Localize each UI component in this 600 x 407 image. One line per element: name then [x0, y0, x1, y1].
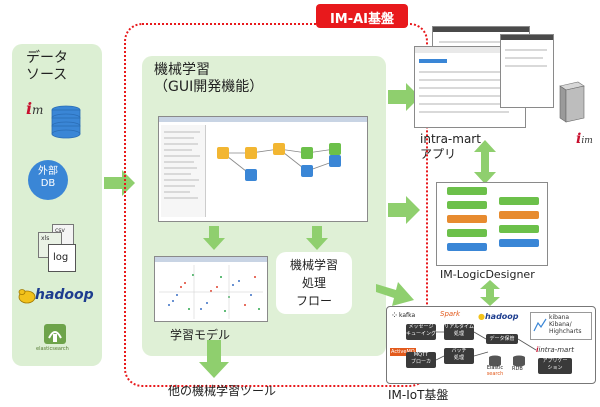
ml-flow-box-line1: 機械学習 — [289, 258, 338, 272]
rdb-label: RDB — [512, 366, 523, 372]
external-db-icon — [28, 160, 68, 200]
log-label: log — [53, 252, 69, 263]
iot-intramart-logo: iintra-mart — [536, 346, 574, 354]
logicdesigner-label: IM-LogicDesigner — [440, 268, 535, 281]
kibana-logo: kibana Kibana/ Highcharts — [530, 312, 592, 340]
csv-label: csv — [55, 227, 65, 234]
logic-flow-col2 — [499, 197, 543, 261]
other-tools-label: 他の機械学習ツール — [168, 384, 277, 398]
kafka-logo: ⁘ kafka — [392, 312, 416, 319]
elasticsearch-label: elasticsearch — [36, 346, 69, 352]
intramart-logo-text: im — [581, 136, 593, 146]
data-source-title: データ ソース — [26, 50, 68, 84]
mqtt-box: MQTT ブローカ — [406, 352, 436, 368]
realtime-box: リアルタイム 処理 — [444, 324, 474, 340]
iot-hadoop-label: hadoop — [484, 312, 519, 321]
batch-box: バッチ 処理 — [444, 348, 474, 364]
im-ai-banner — [316, 4, 408, 28]
intramart-app-label: intra-mart アプリ — [420, 132, 481, 162]
ml-panel-title-line1: 機械学習 — [154, 62, 210, 78]
ml-flow-box — [276, 252, 352, 314]
gui-to-model-arrow — [203, 226, 225, 250]
scatter-matrix-graphic — [159, 265, 263, 319]
kafka-label: kafka — [398, 312, 416, 319]
application-line1: アプリケー — [542, 358, 568, 364]
batch-line1: バッチ — [451, 348, 467, 354]
kibana-sub: Kibana/ — [549, 321, 572, 328]
logic-flow-col1 — [447, 187, 491, 261]
learning-model-titlebar — [155, 257, 267, 262]
im-database-icon: i m — [24, 96, 86, 146]
svg-text:i: i — [26, 99, 32, 118]
log-file-sheet: log — [48, 244, 76, 272]
ml-panel-title: 機械学習 （GUI開発機能） — [154, 62, 263, 96]
xls-label: xls — [41, 235, 50, 242]
realtime-line1: リアルタイム — [444, 324, 474, 330]
kibana-label: kibana — [549, 314, 570, 321]
ml-flow-box-line3: フロー — [295, 294, 332, 308]
server-icon — [556, 80, 586, 124]
data-store-box: データ保管 — [486, 334, 518, 344]
mqtt-line2: ブローカ — [410, 359, 431, 365]
logicdesigner-screenshot — [436, 182, 548, 266]
msg-queue-line1: メッセージ — [408, 324, 434, 330]
batch-line2: 処理 — [453, 355, 464, 361]
ml-to-iot-arrow — [376, 282, 414, 306]
learning-model-screenshot — [154, 256, 268, 322]
ml-gui-titlebar — [159, 117, 367, 122]
external-db-label-line2: DB — [40, 178, 56, 189]
ml-to-logic-arrow — [388, 196, 420, 224]
elasticsearch-logo — [40, 322, 70, 350]
data-source-title-line1: データ — [26, 50, 68, 66]
im-ai-boundary — [124, 23, 428, 387]
gui-to-flow-arrow — [306, 226, 328, 250]
ml-to-app-arrow — [388, 83, 420, 111]
elastic-line1: Elastic — [486, 365, 504, 371]
external-db-label: 外部 DB — [28, 166, 68, 190]
realtime-line2: 処理 — [453, 331, 464, 337]
intramart-app-screenshot-side — [500, 34, 554, 108]
data-source-panel — [12, 44, 102, 366]
source-to-ml-arrow — [104, 170, 135, 196]
application-box: アプリケー ション — [538, 358, 572, 374]
hadoop-logo: hadoop — [18, 287, 94, 305]
model-to-other-tools-arrow — [199, 340, 229, 378]
ml-gui-workflow — [217, 143, 341, 181]
app-logic-double-arrow — [474, 140, 496, 184]
ml-panel-title-line2: （GUI開発機能） — [154, 79, 264, 95]
logic-iot-double-arrow — [480, 280, 500, 306]
data-source-title-line2: ソース — [26, 67, 68, 83]
elastic-label: Elastic search — [482, 365, 508, 377]
iot-flow-lines — [435, 331, 537, 361]
iot-hadoop-logo: ●hadoop — [478, 312, 519, 321]
iot-label: IM-IoT基盤 — [388, 388, 449, 402]
activemq-logo: ActiveMQ — [390, 348, 416, 356]
ml-flow-box-label: 機械学習 処理 フロー — [276, 256, 352, 310]
ml-gui-sidebar — [161, 125, 206, 217]
elasticsearch-db-icon — [488, 352, 502, 367]
ml-flow-box-line2: 処理 — [301, 276, 326, 290]
application-line2: ション — [547, 365, 563, 371]
elastic-line2: search — [486, 371, 504, 377]
intramart-app-label-line2: アプリ — [420, 147, 457, 161]
hadoop-label: hadoop — [35, 287, 94, 303]
svg-text:m: m — [32, 103, 43, 117]
intramart-logo: iim — [576, 131, 593, 147]
im-ai-banner-label: IM-AI基盤 — [329, 12, 395, 27]
log-file-icon: csv xls log — [32, 224, 82, 272]
highcharts-label: Highcharts — [549, 328, 582, 335]
mqtt-line1: MQTT — [413, 352, 429, 358]
ml-gui-screenshot — [158, 116, 368, 222]
spark-logo: Spark — [440, 310, 461, 318]
msg-queue-box: メッセージ キューイング — [406, 324, 436, 340]
external-db-label-line1: 外部 — [38, 166, 58, 177]
iot-intramart-label: intra-mart — [538, 346, 574, 354]
rdb-db-icon — [512, 352, 526, 367]
learning-model-label: 学習モデル — [170, 328, 231, 342]
intramart-app-label-line1: intra-mart — [420, 132, 481, 146]
msg-queue-line2: キューイング — [406, 331, 437, 337]
